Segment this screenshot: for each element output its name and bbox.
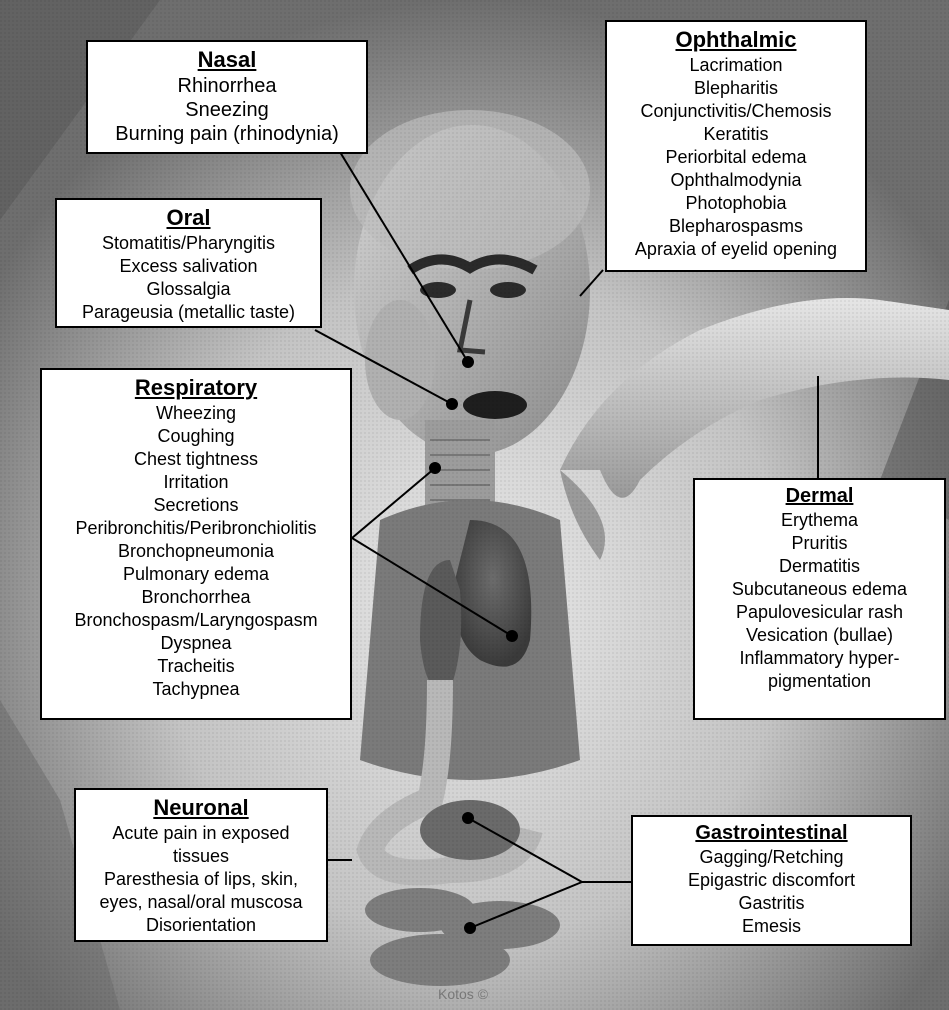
respiratory-item: Tracheitis (48, 655, 344, 678)
dermal-box: Dermal Erythema Pruritis Dermatitis Subc… (693, 478, 946, 720)
artist-watermark: Kotos © (438, 986, 488, 1002)
oral-item: Stomatitis/Pharyngitis (63, 232, 314, 255)
gastrointestinal-box: Gastrointestinal Gagging/Retching Epigas… (631, 815, 912, 946)
ophthalmic-item: Photophobia (613, 192, 859, 215)
respiratory-item: Irritation (48, 471, 344, 494)
respiratory-item: Bronchorrhea (48, 586, 344, 609)
respiratory-title: Respiratory (48, 374, 344, 401)
oral-title: Oral (63, 204, 314, 231)
nasal-item: Sneezing (94, 98, 360, 122)
ophthalmic-item: Conjunctivitis/Chemosis (613, 100, 859, 123)
nasal-title: Nasal (94, 46, 360, 73)
dermal-item: Vesication (bullae) (701, 624, 938, 647)
nasal-item: Rhinorrhea (94, 74, 360, 98)
neuronal-title: Neuronal (82, 794, 320, 821)
neuronal-item: tissues (82, 845, 320, 868)
ophthalmic-box: Ophthalmic Lacrimation Blepharitis Conju… (605, 20, 867, 272)
dermal-item: Subcutaneous edema (701, 578, 938, 601)
respiratory-item: Bronchospasm/Laryngospasm (48, 609, 344, 632)
ophthalmic-item: Ophthalmodynia (613, 169, 859, 192)
respiratory-item: Peribronchitis/Peribronchiolitis (48, 517, 344, 540)
oral-item: Excess salivation (63, 255, 314, 278)
dermal-item: Pruritis (701, 532, 938, 555)
neuronal-item: eyes, nasal/oral muscosa (82, 891, 320, 914)
respiratory-item: Chest tightness (48, 448, 344, 471)
respiratory-item: Coughing (48, 425, 344, 448)
dermal-title: Dermal (701, 484, 938, 508)
respiratory-item: Bronchopneumonia (48, 540, 344, 563)
dermal-item: Erythema (701, 509, 938, 532)
ophthalmic-title: Ophthalmic (613, 26, 859, 53)
gastrointestinal-item: Emesis (639, 915, 904, 938)
ophthalmic-item: Lacrimation (613, 54, 859, 77)
respiratory-item: Secretions (48, 494, 344, 517)
gastrointestinal-title: Gastrointestinal (639, 821, 904, 845)
oral-item: Glossalgia (63, 278, 314, 301)
neuronal-item: Paresthesia of lips, skin, (82, 868, 320, 891)
neuronal-box: Neuronal Acute pain in exposed tissues P… (74, 788, 328, 942)
nasal-box: Nasal Rhinorrhea Sneezing Burning pain (… (86, 40, 368, 154)
respiratory-item: Wheezing (48, 402, 344, 425)
respiratory-box: Respiratory Wheezing Coughing Chest tigh… (40, 368, 352, 720)
ophthalmic-item: Blepharospasms (613, 215, 859, 238)
oral-box: Oral Stomatitis/Pharyngitis Excess saliv… (55, 198, 322, 328)
ophthalmic-item: Keratitis (613, 123, 859, 146)
respiratory-item: Dyspnea (48, 632, 344, 655)
dermal-item: Inflammatory hyper- (701, 647, 938, 670)
dermal-item: Papulovesicular rash (701, 601, 938, 624)
dermal-item: pigmentation (701, 670, 938, 693)
respiratory-item: Pulmonary edema (48, 563, 344, 586)
oral-item: Parageusia (metallic taste) (63, 301, 314, 324)
gastrointestinal-item: Epigastric discomfort (639, 869, 904, 892)
gastrointestinal-item: Gastritis (639, 892, 904, 915)
ophthalmic-item: Periorbital edema (613, 146, 859, 169)
neuronal-item: Disorientation (82, 914, 320, 937)
neuronal-item: Acute pain in exposed (82, 822, 320, 845)
respiratory-item: Tachypnea (48, 678, 344, 701)
ophthalmic-item: Apraxia of eyelid opening (613, 238, 859, 261)
dermal-item: Dermatitis (701, 555, 938, 578)
nasal-item: Burning pain (rhinodynia) (94, 122, 360, 146)
ophthalmic-item: Blepharitis (613, 77, 859, 100)
gastrointestinal-item: Gagging/Retching (639, 846, 904, 869)
